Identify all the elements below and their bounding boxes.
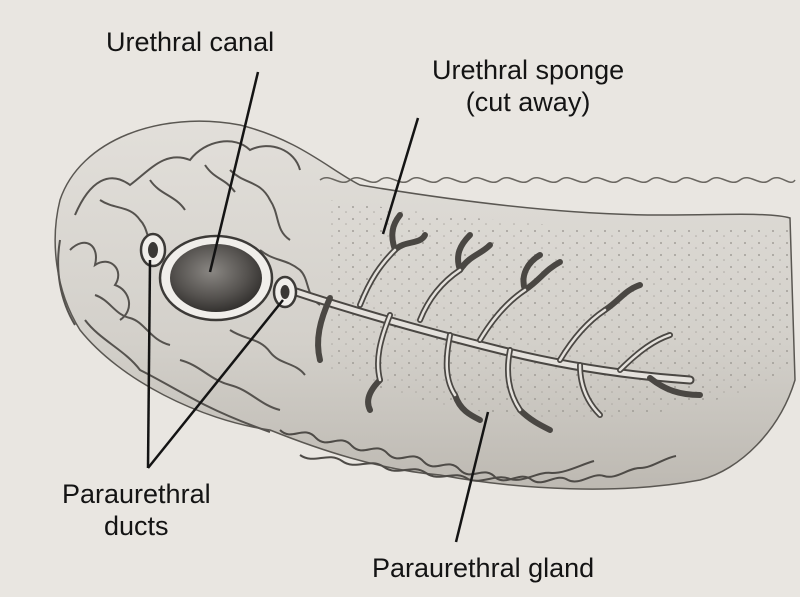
label-urethral-sponge-line2: (cut away) [465,87,591,118]
urethral-canal-shape [158,234,274,322]
label-urethral-canal: Urethral canal [106,27,275,57]
label-paraurethral-ducts-line1: Paraurethral [62,479,211,509]
paraurethral-duct-openings [139,232,298,309]
leader-duct-right [147,299,284,469]
leader-paraurethral-gland [454,411,490,543]
label-urethral-sponge-line1: Urethral sponge [432,55,625,85]
leader-urethral-canal [208,71,260,273]
label-urethral-sponge: Urethral sponge (cut away) [432,54,624,119]
leader-urethral-sponge [381,117,420,235]
leader-duct-left [146,259,152,469]
paraurethral-gland [285,212,703,433]
label-paraurethral-ducts-line2: ducts [104,511,169,542]
label-paraurethral-gland: Paraurethral gland [372,553,595,583]
sponge-top-edge [319,177,796,183]
sponge-bottom-edge [279,429,677,484]
leader-lines [146,71,490,543]
label-paraurethral-ducts: Paraurethral ducts [62,478,211,543]
